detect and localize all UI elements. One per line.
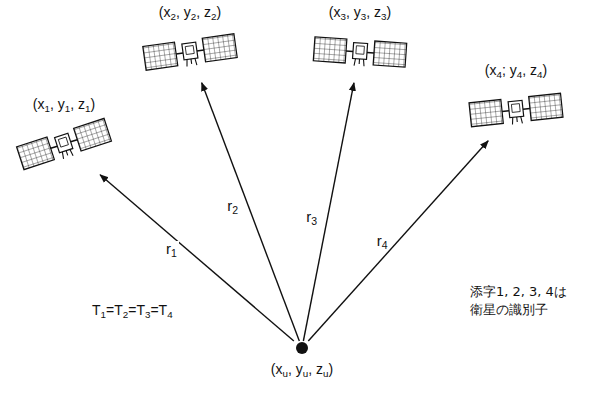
coordinate-label: (x4; y4, z4) — [464, 62, 568, 79]
satellite-icon — [464, 79, 568, 141]
subscript: 2 — [171, 11, 176, 22]
receiver-dot — [252, 341, 352, 355]
coordinate-label: (xu, yu, zu) — [252, 361, 352, 378]
satellite-icon — [138, 21, 242, 83]
satellite: (x3, y3, z3) — [308, 4, 412, 83]
subscript: 4 — [497, 69, 502, 80]
range-label: r4 — [375, 233, 390, 250]
subscript: 1 — [65, 103, 70, 114]
subscript: 4 — [167, 309, 172, 320]
range-label: r2 — [225, 198, 240, 215]
subscript: 3 — [381, 11, 386, 22]
subscript: u — [303, 368, 308, 379]
satellite: (x2, y2, z2) — [138, 4, 242, 83]
subscript: 2 — [232, 205, 238, 217]
clock-note: T1=T2=T3=T4 — [92, 302, 173, 318]
subscript: u — [323, 368, 328, 379]
subscript: 1 — [171, 247, 177, 259]
range-arrow — [202, 83, 300, 341]
receiver-point: (xu, yu, zu) — [252, 341, 352, 378]
satellite-icon — [12, 113, 116, 175]
subscript: 3 — [311, 215, 317, 227]
range-arrow — [303, 83, 354, 341]
subscript: 1 — [101, 309, 106, 320]
subscript: 3 — [361, 11, 366, 22]
range-arrow — [308, 141, 488, 341]
satellite-icon — [308, 21, 412, 83]
subscript-note: 添字1, 2, 3, 4は 衛星の識別子 — [470, 283, 574, 319]
subscript: 3 — [341, 11, 346, 22]
subscript: 2 — [211, 11, 216, 22]
subscript: 1 — [45, 103, 50, 114]
subscript: u — [283, 368, 288, 379]
subscript: 3 — [145, 309, 150, 320]
range-label: r3 — [304, 209, 319, 226]
satellite: (x1, y1, z1) — [12, 96, 116, 175]
subscript: 4 — [517, 69, 522, 80]
subscript: 1 — [85, 103, 90, 114]
coordinate-label: (x1, y1, z1) — [12, 96, 116, 113]
range-label: r1 — [164, 241, 179, 258]
satellite: (x4; y4, z4) — [464, 62, 568, 141]
subscript: 4 — [537, 69, 542, 80]
subscript: 2 — [123, 309, 128, 320]
subscript: 4 — [382, 239, 388, 251]
coordinate-label: (x3, y3, z3) — [308, 4, 412, 21]
subscript: 2 — [191, 11, 196, 22]
coordinate-label: (x2, y2, z2) — [138, 4, 242, 21]
